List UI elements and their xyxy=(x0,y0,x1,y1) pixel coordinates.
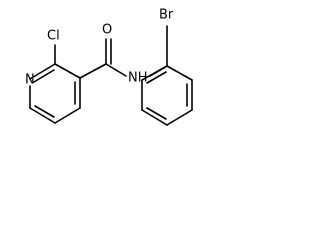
bond-c5-c6 xyxy=(29,107,56,124)
bond-ph4-ph5-inner xyxy=(146,107,167,120)
atom-o: O xyxy=(102,23,112,38)
bond-carbonyl-nh xyxy=(105,63,127,77)
bond-ph3-ph4 xyxy=(166,109,193,126)
bond-ph6-ph1-inner xyxy=(146,71,167,84)
atom-n-ring: N xyxy=(25,73,35,88)
bond-n-c2-inner xyxy=(33,69,55,83)
atom-nh: NH xyxy=(128,71,148,86)
bond-c4-c5 xyxy=(54,107,81,124)
bond-c5-c6-inner xyxy=(34,105,55,118)
atom-cl: Cl xyxy=(47,29,60,44)
structure-drawing: N Cl NH O Br xyxy=(25,8,193,126)
bond-c3-carbonyl xyxy=(79,63,107,79)
bond-ph4-ph5 xyxy=(141,109,168,126)
bond-ph6-ph1 xyxy=(141,65,168,81)
bond-c2-c3 xyxy=(54,63,81,79)
molecule-diagram: N Cl NH O Br xyxy=(25,7,193,126)
atom-br: Br xyxy=(159,8,174,23)
bond-n-c2 xyxy=(29,63,56,80)
bond-ph1-ph2 xyxy=(166,65,193,81)
